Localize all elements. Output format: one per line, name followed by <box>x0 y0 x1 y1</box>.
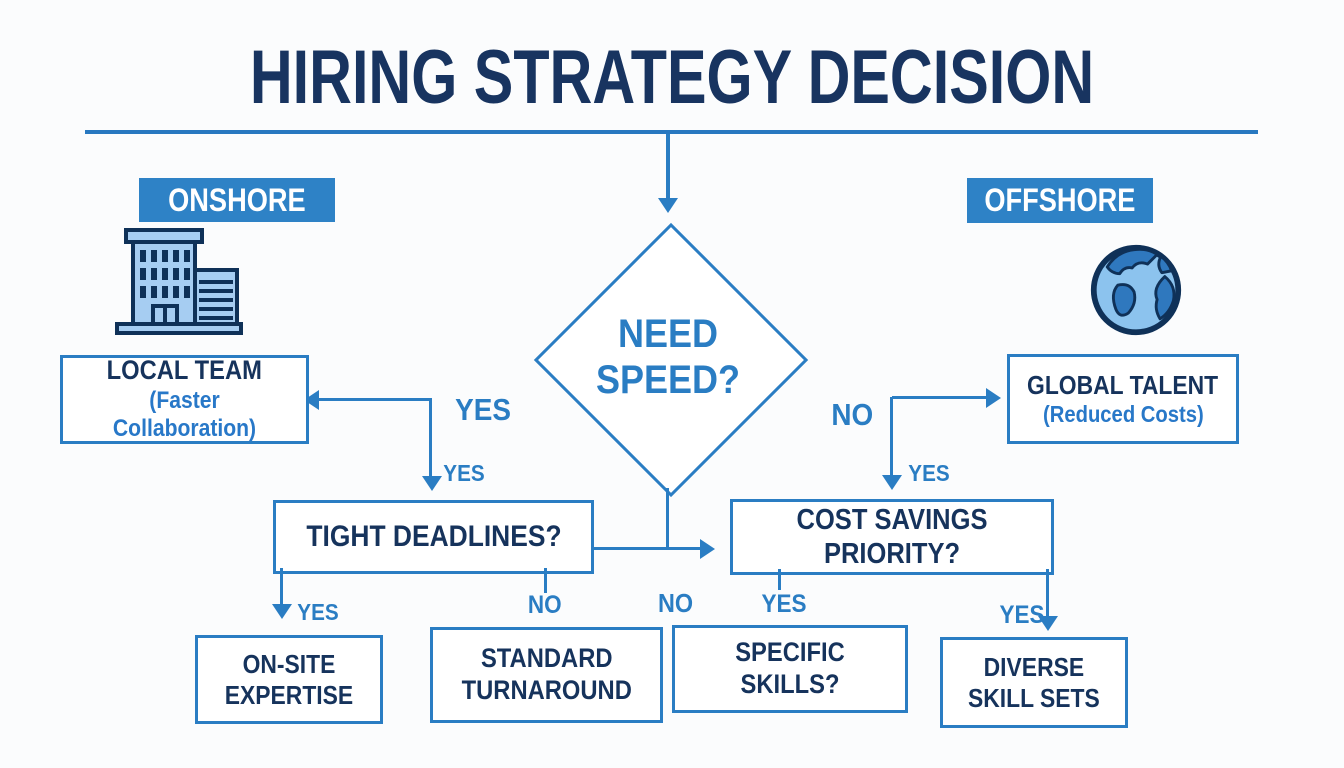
edge-label-cost-yes-left: YES <box>761 590 807 618</box>
edge-label-cost-yes-right: YES <box>999 601 1045 629</box>
node-tight-deadlines: TIGHT DEADLINES? <box>273 500 594 574</box>
edge-label-yes-big: YES <box>455 392 511 427</box>
globe-icon <box>1090 244 1182 336</box>
global-talent-subtitle: (Reduced Costs) <box>1042 400 1204 427</box>
edge-tight-no-line <box>544 568 547 593</box>
edge-cost-yes-left-line <box>778 569 781 590</box>
onshore-banner: ONSHORE <box>139 178 335 222</box>
edge-yes-left-vline <box>429 398 432 478</box>
edge-yes-down-arrowhead-icon <box>422 476 442 491</box>
edge-label-yes-right-small: YES <box>908 460 950 486</box>
edge-label-center-no: NO <box>657 588 694 618</box>
edge-cost-yes-right-line <box>1046 569 1049 618</box>
onshore-banner-label: ONSHORE <box>168 181 306 218</box>
edge-label-tight-yes: YES <box>297 599 339 625</box>
page-title: HIRING STRATEGY DECISION <box>249 35 1095 120</box>
edge-tight-yes-line <box>280 568 283 606</box>
node-on-site-expertise: ON-SITE EXPERTISE <box>195 635 383 724</box>
offshore-banner-label: OFFSHORE <box>984 182 1136 218</box>
node-diverse-skill-sets: DIVERSE SKILL SETS <box>940 637 1128 728</box>
node-standard-turnaround: STANDARD TURNAROUND <box>430 627 663 723</box>
edge-yes-left-hline <box>318 398 432 401</box>
decision-diamond-label: NEED SPEED? <box>595 312 741 402</box>
edge-root-line <box>666 134 670 200</box>
edge-no-right-vline <box>890 397 893 477</box>
node-global-talent: GLOBAL TALENT (Reduced Costs) <box>1007 354 1239 444</box>
global-talent-title: GLOBAL TALENT <box>1027 370 1219 401</box>
edge-label-tight-no: NO <box>527 591 562 619</box>
edge-tight-yes-arrowhead-icon <box>272 604 292 619</box>
node-cost-savings-priority: COST SAVINGS PRIORITY? <box>730 499 1054 575</box>
edge-label-yes-small: YES <box>443 460 485 486</box>
edge-mid-arrowhead-icon <box>700 539 715 559</box>
edge-cost-yes-right-arrowhead-icon <box>1038 616 1058 631</box>
node-specific-skills: SPECIFIC SKILLS? <box>672 625 908 713</box>
edge-mid-hline <box>588 547 702 550</box>
edge-label-no-big: NO <box>831 397 874 432</box>
building-icon <box>115 228 243 335</box>
edge-no-right-hline <box>892 396 988 399</box>
edge-no-down-arrowhead-icon <box>882 475 902 490</box>
offshore-banner: OFFSHORE <box>967 178 1153 223</box>
edge-root-arrowhead-icon <box>658 198 678 213</box>
node-local-team: LOCAL TEAM (Faster Collaboration) <box>60 355 309 444</box>
edge-diamond-bottom-line <box>666 488 669 550</box>
local-team-title: LOCAL TEAM <box>106 355 263 386</box>
local-team-subtitle: (Faster Collaboration) <box>112 387 257 443</box>
edge-no-right-arrowhead-icon <box>986 388 1001 408</box>
title-underline <box>85 130 1258 134</box>
